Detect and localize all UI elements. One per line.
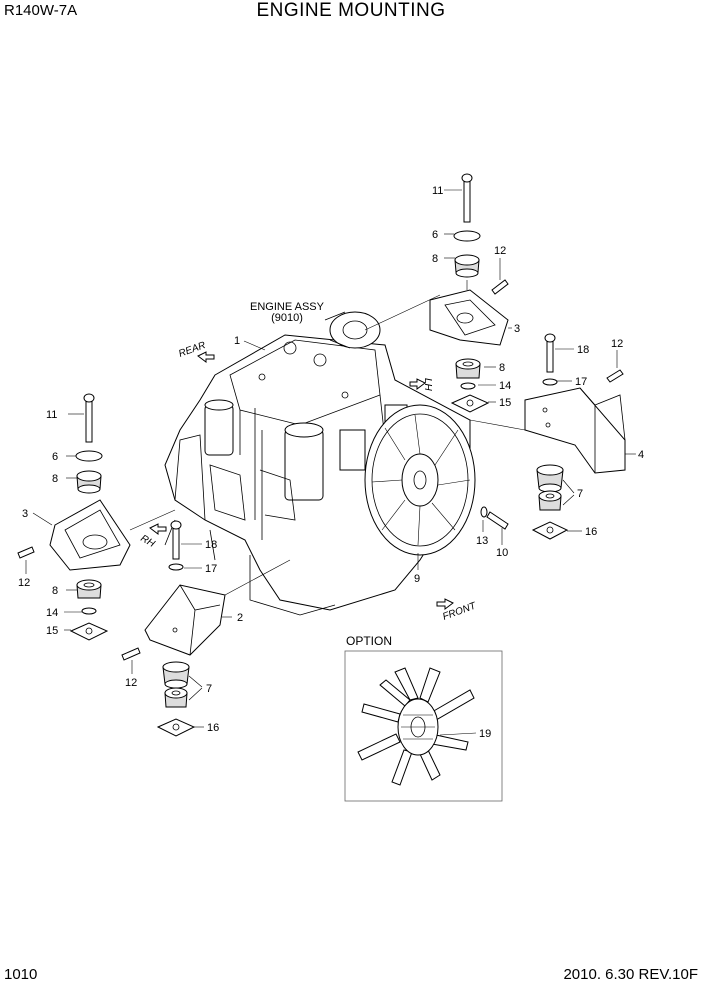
callout-8: 8 [52, 585, 58, 597]
fan-icon [357, 667, 475, 786]
direction-arrow-icon [149, 351, 454, 610]
washer-icon [480, 506, 488, 518]
rubber-mount-icon [76, 579, 102, 599]
callout-11: 11 [432, 185, 443, 197]
bolt-icon [546, 339, 554, 373]
callout-10: 10 [496, 547, 508, 559]
bracket-icon [450, 394, 490, 413]
callout-18: 18 [577, 344, 589, 356]
bolt-icon [121, 647, 141, 661]
front-bolt [480, 506, 509, 530]
callout-12: 12 [611, 338, 623, 350]
page-number: 1010 [4, 966, 38, 983]
rubber-mount-icon [164, 687, 188, 708]
callout-3: 3 [22, 508, 28, 520]
callout-3: 3 [514, 323, 520, 335]
washer-icon [81, 607, 97, 615]
callout-14: 14 [46, 607, 58, 619]
washer-icon [168, 563, 184, 571]
callout-6: 6 [52, 451, 58, 463]
rubber-mount-icon [454, 254, 480, 278]
bracket-icon [69, 622, 109, 641]
right-upper-mount [364, 173, 509, 413]
callout-7: 7 [206, 683, 212, 695]
callout-11: 11 [46, 409, 57, 421]
callout-8: 8 [52, 473, 58, 485]
rubber-mount-icon [538, 490, 562, 511]
callout-1: 1 [234, 335, 240, 347]
revision-date: 2010. 6.30 REV.10F [563, 966, 698, 983]
callout-9: 9 [414, 573, 420, 585]
bracket-icon [49, 499, 131, 571]
leader-lines [25, 189, 636, 736]
left-lower-mount [121, 520, 291, 737]
direction-lh: LH [422, 378, 433, 392]
callout-8: 8 [499, 362, 505, 374]
bolt-icon [606, 369, 624, 383]
left-upper-mount [17, 393, 176, 641]
bracket-icon [429, 289, 509, 346]
washer-icon [542, 378, 558, 386]
rubber-mount-icon [162, 661, 190, 689]
bracket-icon [144, 584, 226, 656]
rubber-mount-icon [536, 464, 564, 493]
direction-rh: RH [139, 533, 158, 550]
engine-assy-label: ENGINE ASSY [250, 301, 325, 313]
callouts: 11 6 8 12 3 8 14 15 18 17 12 4 7 16 13 1… [18, 185, 644, 740]
rubber-mount-icon [455, 358, 481, 379]
washer-icon [453, 230, 481, 242]
bracket-icon [156, 718, 196, 737]
callout-15: 15 [46, 625, 58, 637]
fan-icon [364, 404, 476, 556]
bolt-icon [491, 279, 509, 295]
option-label: OPTION [346, 634, 392, 648]
option-box [344, 650, 503, 802]
model-code: R140W-7A [4, 2, 78, 19]
callout-12: 12 [494, 245, 506, 257]
callout-17: 17 [205, 563, 217, 575]
callout-16: 16 [585, 526, 597, 538]
callout-13: 13 [476, 535, 488, 547]
callout-15: 15 [499, 397, 511, 409]
engine-assy-code: (9010) [271, 312, 303, 324]
bracket-icon [531, 521, 569, 540]
right-lower-mount [469, 333, 626, 540]
callout-2: 2 [237, 612, 243, 624]
bolt-icon [172, 526, 180, 560]
callout-12: 12 [18, 577, 30, 589]
callout-19: 19 [479, 728, 491, 740]
bolt-icon [85, 399, 93, 443]
rubber-mount-icon [76, 470, 102, 494]
washer-icon [75, 450, 103, 462]
bracket-icon [524, 387, 626, 474]
callout-16: 16 [207, 722, 219, 734]
callout-6: 6 [432, 229, 438, 241]
bolt-icon [486, 511, 509, 530]
bolt-icon [17, 546, 35, 559]
callout-4: 4 [638, 449, 644, 461]
callout-7: 7 [577, 488, 583, 500]
page-title: ENGINE MOUNTING [256, 0, 446, 21]
engine-icon [164, 311, 476, 616]
callout-8: 8 [432, 253, 438, 265]
callout-18: 18 [205, 539, 217, 551]
bolt-icon [463, 179, 471, 223]
callout-14: 14 [499, 380, 511, 392]
callout-17: 17 [575, 376, 587, 388]
callout-12: 12 [125, 677, 137, 689]
washer-icon [460, 382, 476, 390]
